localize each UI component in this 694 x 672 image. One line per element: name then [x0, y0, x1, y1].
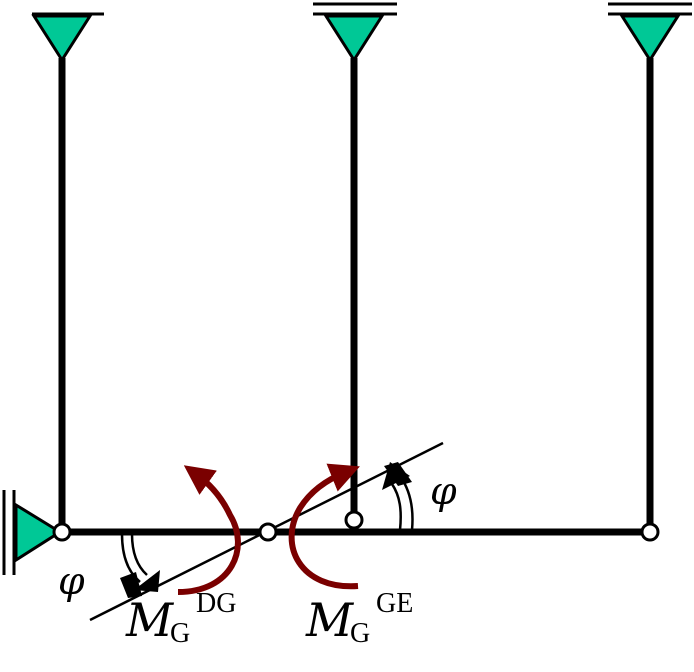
- moment-ge-symbol: M: [305, 593, 355, 647]
- phi-right-label: φ: [430, 469, 457, 513]
- top-support-middle: [313, 2, 397, 63]
- moment-dg-superscript: DG: [196, 588, 236, 619]
- moment-dg-label: M G DG: [125, 588, 236, 649]
- clockwise-moment-icon: [288, 463, 360, 590]
- moment-ge-superscript: GE: [376, 588, 413, 619]
- roller-support-icon: [619, 14, 681, 63]
- hinge-left: [52, 522, 72, 542]
- top-support-left: [31, 12, 104, 63]
- moment-dg-subscript: G: [170, 618, 190, 649]
- counterclockwise-moment-icon: [177, 465, 241, 595]
- rotation-arrow-icon: [382, 462, 414, 531]
- left-support: [2, 490, 63, 575]
- moment-ge-subscript: G: [350, 618, 370, 649]
- roller-support-icon: [323, 14, 385, 63]
- moment-dg-symbol: M: [125, 593, 175, 647]
- hinge-right: [640, 522, 660, 542]
- pin-support-icon: [31, 14, 93, 63]
- hinge-middle: [344, 510, 364, 530]
- top-support-right: [608, 2, 692, 63]
- roller-support-icon: [14, 502, 63, 563]
- phi-left-label: φ: [58, 559, 85, 603]
- moment-ge-label: M G GE: [305, 588, 413, 649]
- hinge-g: [258, 522, 278, 542]
- rotation-arrow-icon: [120, 533, 160, 598]
